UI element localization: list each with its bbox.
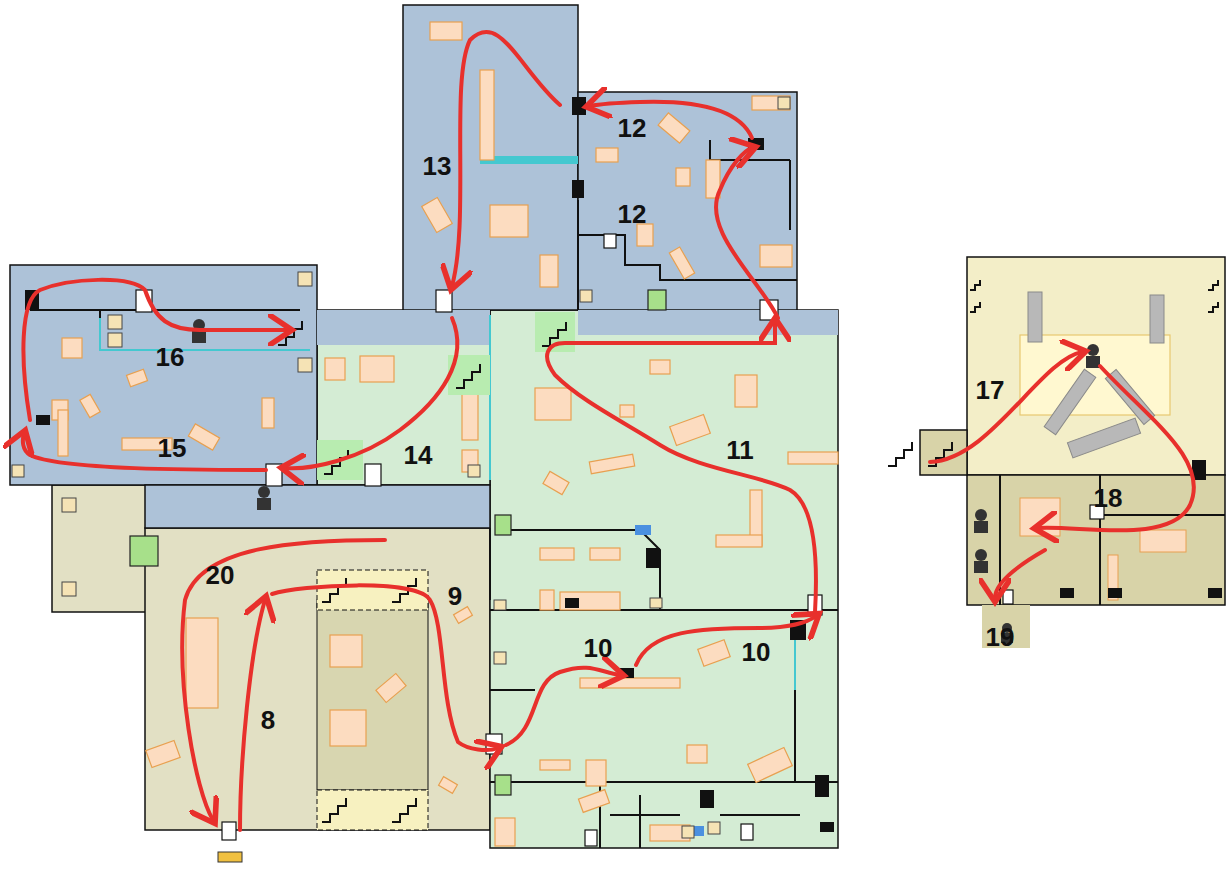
callout-number: 12: [618, 115, 647, 141]
callout-number: 18: [1094, 485, 1123, 511]
callout-number: 20: [206, 562, 235, 588]
callout-number: 11: [726, 437, 754, 463]
callout-number: 13: [423, 153, 452, 179]
callout-number: 9: [448, 583, 462, 609]
callout-number: 14: [404, 442, 433, 468]
callout-number: 12: [618, 201, 647, 227]
callout-number: 19: [986, 624, 1015, 650]
callout-number: 15: [158, 435, 187, 461]
callout-number: 16: [156, 344, 185, 370]
callout-number: 17: [976, 377, 1005, 403]
callout-number: 8: [261, 707, 275, 733]
callout-number: 10: [584, 635, 613, 661]
callout-number: 10: [742, 639, 771, 665]
